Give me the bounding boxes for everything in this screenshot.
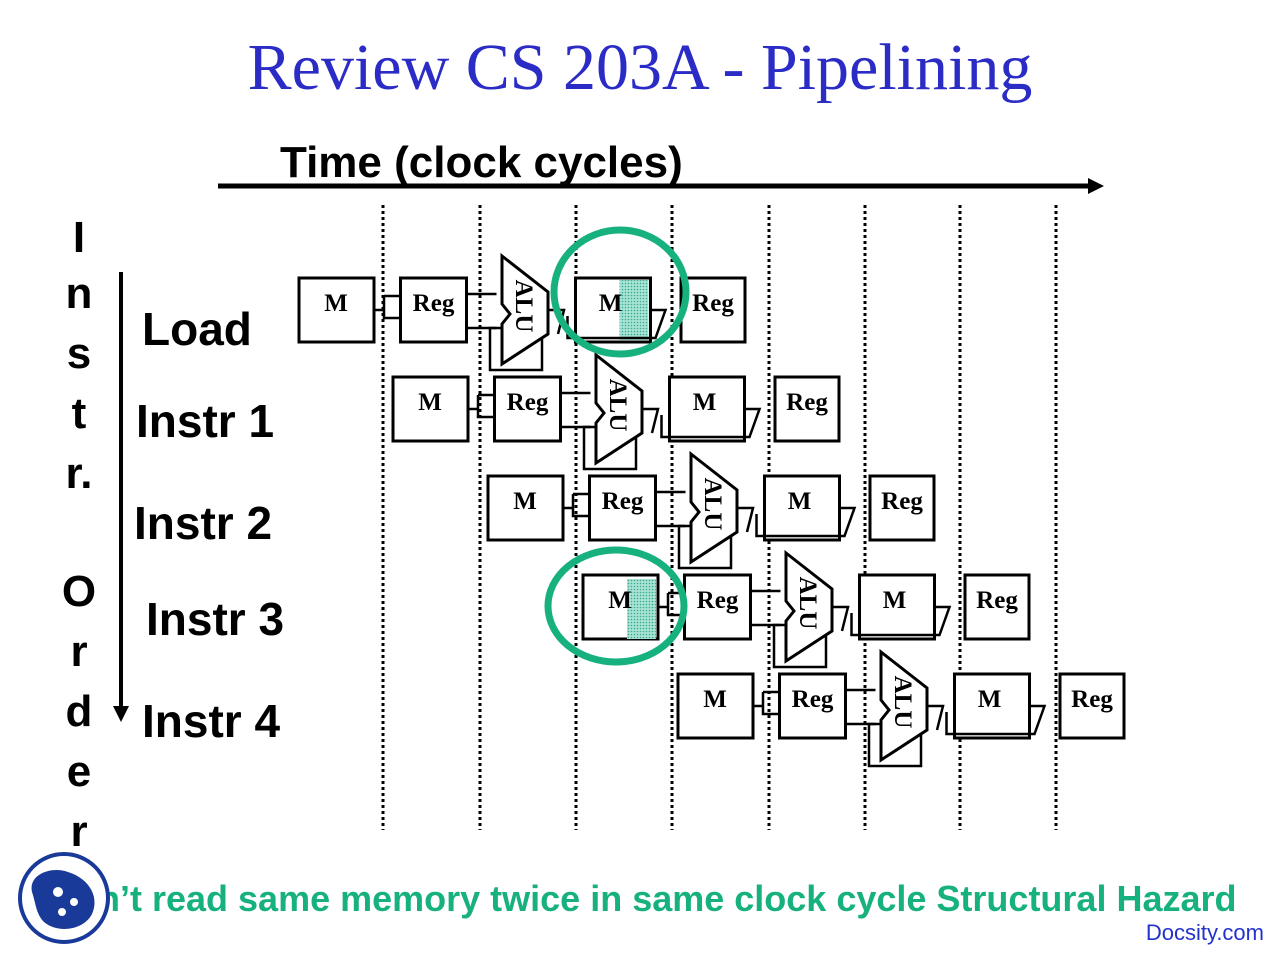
order-letter: s [66, 329, 92, 378]
connector [845, 688, 876, 726]
dmem-box [763, 474, 841, 542]
hazard-circle-instr3 [544, 546, 688, 666]
connector [563, 492, 588, 518]
stage-label: Reg [697, 587, 739, 614]
stage-label: Reg [413, 290, 455, 317]
stage-label: M [703, 686, 727, 713]
stage-label: ALU [794, 577, 821, 630]
footer-note: n’t read same memory twice in same clock… [98, 878, 1237, 919]
connector [750, 589, 781, 627]
stage-label: Reg [786, 389, 828, 416]
stage-label: M [418, 389, 442, 416]
pipeline-row: M Reg ALU M Reg [297, 252, 747, 372]
stage-label: Reg [692, 290, 734, 317]
row-label-instr-4: Instr 4 [142, 695, 281, 747]
pipeline-row: M Reg ALU M Reg [581, 549, 1031, 669]
connector [755, 506, 857, 538]
pipeline-row: M Reg ALU M Reg [391, 351, 841, 471]
regwrite-box [1058, 672, 1126, 740]
row-label-instr-2: Instr 2 [134, 497, 273, 549]
regfile-box [399, 276, 468, 344]
alu-shape [689, 450, 739, 565]
dmem-box [668, 375, 746, 443]
connector [655, 490, 686, 528]
alu-shape [500, 252, 550, 367]
connector [850, 605, 952, 637]
stage-label: M [883, 587, 907, 614]
stage-label: Reg [792, 686, 834, 713]
connector [832, 605, 850, 632]
docsity-logo-icon [18, 852, 110, 944]
connector [927, 704, 945, 731]
dmem-box [858, 573, 936, 641]
time-axis-label: Time (clock cycles) [280, 138, 683, 187]
regwrite-box [963, 573, 1031, 641]
order-letter: n [65, 269, 93, 318]
hazard-circle-load [550, 226, 690, 358]
connector [753, 690, 778, 716]
alu-shape [594, 351, 644, 466]
stage-label: Reg [881, 488, 923, 515]
connector [466, 292, 497, 330]
connector [374, 294, 399, 320]
regfile-box [588, 474, 657, 542]
stage-label: Reg [1071, 686, 1113, 713]
order-letter: O [61, 567, 97, 616]
stage-label: M [693, 389, 717, 416]
regfile-box [493, 375, 562, 443]
connector [737, 506, 755, 533]
stage-label: ALU [699, 478, 726, 531]
regfile-box [778, 672, 847, 740]
order-letter: r [70, 627, 88, 676]
row-label-instr-1: Instr 1 [136, 395, 275, 447]
order-letter: r [70, 807, 88, 856]
row-label-load: Load [142, 303, 252, 355]
connector [945, 704, 1047, 736]
time-arrow-head [1088, 178, 1104, 194]
stage-label: ALU [604, 379, 631, 432]
dmem-shade [619, 280, 649, 340]
pipeline-row: M Reg ALU M Reg [676, 648, 1126, 768]
stage-label: M [788, 488, 812, 515]
stage-label: Reg [602, 488, 644, 515]
stage-label: M [608, 587, 632, 614]
stage-label: ALU [889, 676, 916, 729]
connector [468, 393, 493, 419]
stage-label: ALU [510, 280, 537, 333]
row-label-instr-3: Instr 3 [146, 593, 285, 645]
imem-box [486, 474, 565, 542]
stage-label: M [513, 488, 537, 515]
stage-label: Reg [976, 587, 1018, 614]
connector [642, 407, 660, 434]
alu-shape [879, 648, 929, 763]
order-letter: e [66, 747, 92, 796]
regwrite-box [679, 276, 747, 344]
regwrite-box [868, 474, 936, 542]
regwrite-box [773, 375, 841, 443]
stage-label: M [324, 290, 348, 317]
pipeline-row: M Reg ALU M Reg [486, 450, 936, 570]
order-arrow-head [113, 706, 129, 722]
connector [660, 407, 762, 439]
stage-label: Reg [507, 389, 549, 416]
stage-label: M [599, 290, 623, 317]
order-letter: d [65, 687, 93, 736]
order-letter: I [72, 213, 86, 262]
imem-box [391, 375, 470, 443]
dmem-box [953, 672, 1031, 740]
alu-shape [784, 549, 834, 664]
order-letter: t [71, 389, 87, 438]
docsity-watermark: Docsity.com [1145, 920, 1264, 945]
imem-shade [627, 579, 656, 639]
stage-label: M [978, 686, 1002, 713]
order-letter: r. [65, 449, 93, 498]
slide-title: Review CS 203A - Pipelining [247, 31, 1033, 104]
